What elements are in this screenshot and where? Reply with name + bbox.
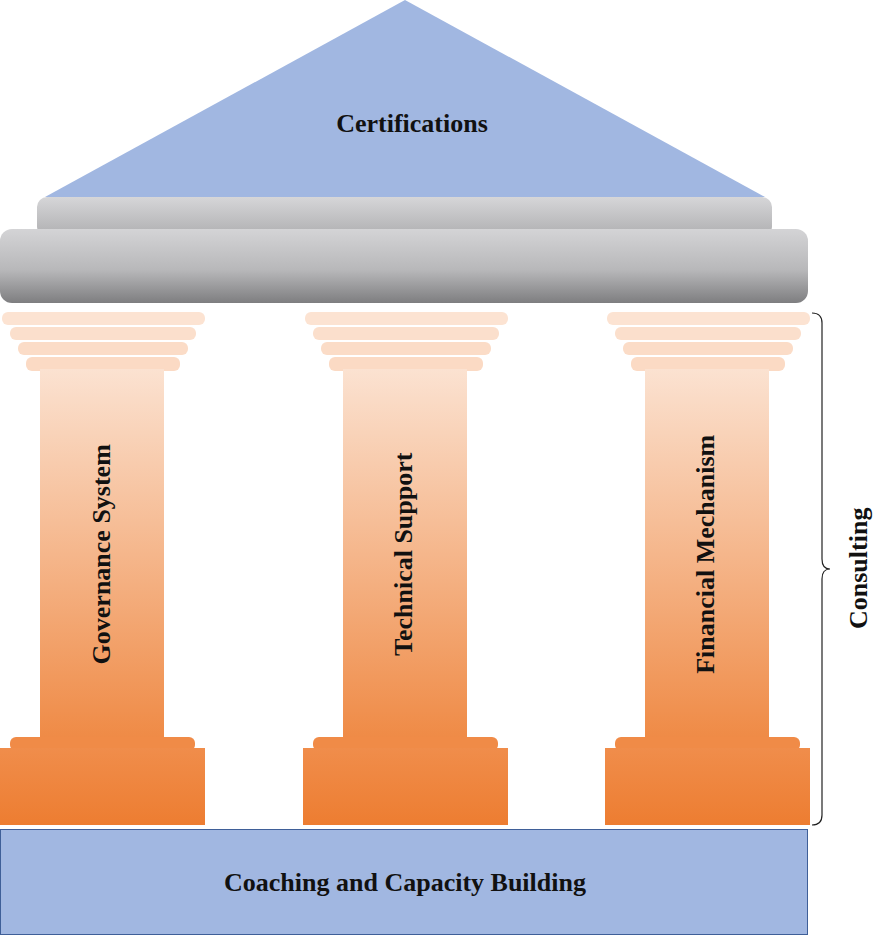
node-label: Coaching and Capacity Building	[224, 869, 586, 898]
pillar-box: Technical Support	[343, 369, 467, 740]
triangle-shape	[45, 0, 765, 197]
node-label: Technical Support	[391, 453, 420, 656]
node-label: Financial Mechanism	[693, 435, 722, 674]
bracket	[812, 313, 830, 825]
foundation-band: Coaching and Capacity Building	[0, 829, 808, 935]
node-label: Certifications	[336, 110, 488, 139]
pillar-shape	[605, 312, 810, 825]
node-label: Governance System	[88, 444, 117, 664]
roof-triangle: Certifications	[45, 0, 765, 197]
triangle-outline	[45, 0, 765, 197]
pillar-box: Financial Mechanism	[645, 369, 769, 740]
pillar-shape	[0, 312, 205, 825]
bracket-label: Consulting	[846, 507, 875, 628]
pillar-box: Governance System	[40, 369, 164, 740]
pillar-shape	[303, 312, 508, 825]
entablature	[0, 229, 808, 303]
